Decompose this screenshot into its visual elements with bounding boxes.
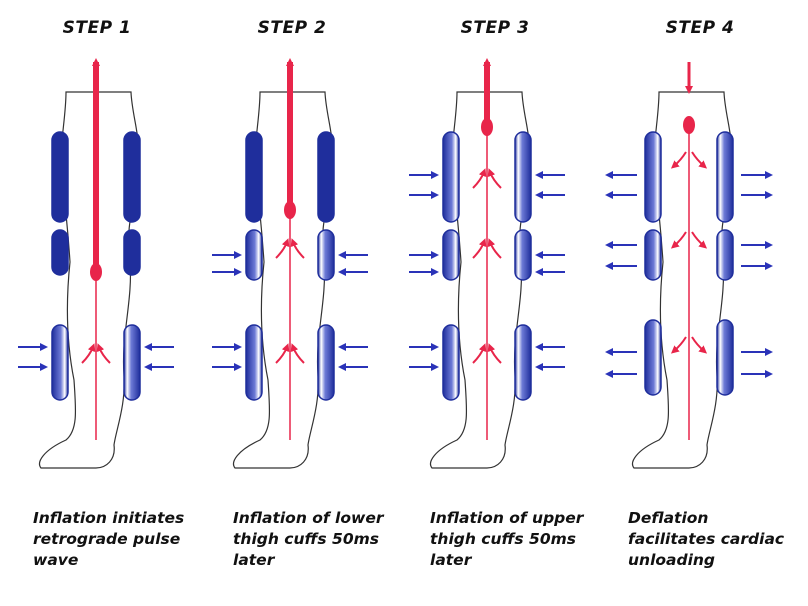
step-2-title: STEP 2 — [257, 18, 327, 38]
caption-line: wave — [33, 551, 79, 569]
pulse-bulb — [90, 263, 102, 281]
cuff-left — [644, 319, 662, 396]
cuff-right — [716, 229, 734, 281]
caption-line: thigh cuffs 50ms — [430, 530, 576, 548]
outflow-arrow — [670, 151, 687, 169]
step-4-caption: Deflation facilitates cardiac unloading — [628, 508, 808, 571]
leg-step-4 — [605, 62, 773, 469]
cuff-left — [644, 229, 662, 281]
caption-line: facilitates cardiac — [628, 530, 785, 548]
caption-line: thigh cuffs 50ms — [233, 530, 379, 548]
cuff-right — [123, 324, 141, 401]
cuff-left — [245, 324, 263, 401]
inflow-arrow — [81, 343, 96, 364]
cuff-left — [442, 131, 460, 223]
cuff-left — [51, 229, 69, 276]
cuff-right — [514, 131, 532, 223]
step-3-caption: Inflation of upper thigh cuffs 50ms late… — [430, 508, 620, 571]
inflow-arrow — [487, 168, 502, 189]
step-2-caption: Inflation of lower thigh cuffs 50ms late… — [233, 508, 423, 571]
cuff-right — [317, 229, 335, 281]
cuff-left — [442, 229, 460, 281]
inflow-arrow — [290, 238, 305, 259]
leg-step-1 — [18, 58, 174, 469]
leg-step-2 — [212, 58, 368, 469]
outflow-arrow — [691, 336, 708, 354]
inflow-arrow — [472, 168, 487, 189]
inflow-arrow — [275, 343, 290, 364]
cuff-left — [51, 324, 69, 401]
step-1-title: STEP 1 — [62, 18, 132, 38]
outflow-arrow — [691, 151, 708, 169]
inflow-arrow — [487, 343, 502, 364]
cuff-right — [514, 324, 532, 401]
caption-line: unloading — [628, 551, 716, 569]
inflow-arrow — [472, 238, 487, 259]
outflow-arrow — [670, 336, 687, 354]
caption-line: Inflation of upper — [430, 509, 584, 527]
pulse-bulb — [481, 118, 493, 136]
caption-line: Inflation of lower — [233, 509, 384, 527]
pulse-bulb — [284, 201, 296, 219]
cuff-right — [716, 319, 734, 396]
inflow-arrow — [472, 343, 487, 364]
inflow-arrow — [487, 238, 502, 259]
cuff-left — [245, 229, 263, 281]
step-1-caption: Inflation initiates retrograde pulse wav… — [33, 508, 223, 571]
caption-line: Deflation — [628, 509, 709, 527]
leg-step-3 — [409, 58, 565, 469]
cuff-right — [123, 131, 141, 223]
pulse-bulb — [683, 116, 695, 134]
cuff-right — [716, 131, 734, 223]
cuff-right — [123, 229, 141, 276]
inflow-arrow — [275, 238, 290, 259]
inflow-arrow — [96, 343, 111, 364]
cuff-left — [51, 131, 69, 223]
step-3-title: STEP 3 — [460, 18, 530, 38]
inflow-arrow — [290, 343, 305, 364]
cuff-left — [245, 131, 263, 223]
caption-line: later — [233, 551, 275, 569]
cuff-left — [442, 324, 460, 401]
cuff-right — [514, 229, 532, 281]
cuff-left — [644, 131, 662, 223]
cuff-right — [317, 324, 335, 401]
caption-line: later — [430, 551, 472, 569]
outflow-arrow — [670, 231, 687, 249]
step-4-title: STEP 4 — [665, 18, 735, 38]
caption-line: Inflation initiates — [33, 509, 185, 527]
caption-line: retrograde pulse — [33, 530, 181, 548]
outflow-arrow — [691, 231, 708, 249]
cuff-right — [317, 131, 335, 223]
